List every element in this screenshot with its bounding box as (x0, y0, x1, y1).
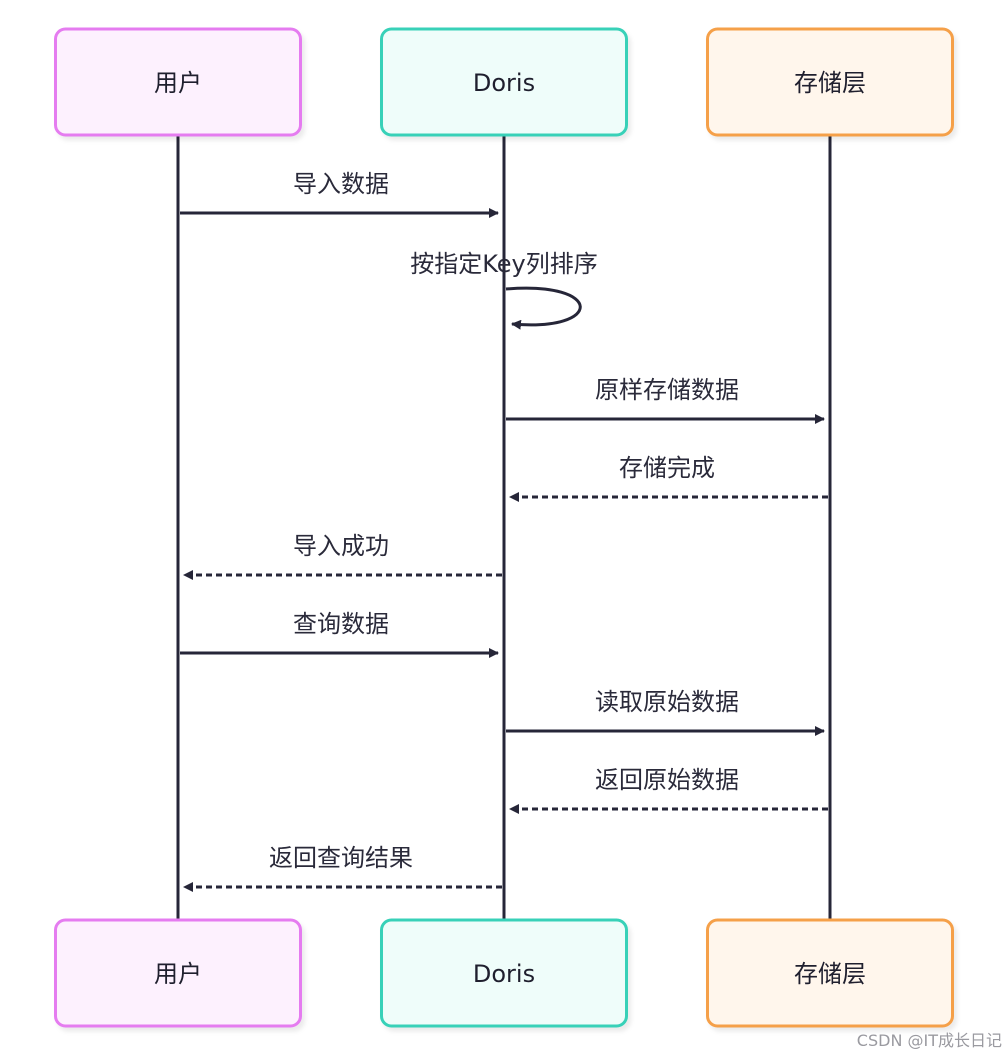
actors-bottom: 用户 Doris 存储层 (54, 918, 954, 1028)
actor-label: 用户 (154, 960, 202, 988)
actor-box (706, 27, 954, 137)
actor-box (380, 27, 628, 137)
message-label: 原样存储数据 (595, 376, 739, 404)
actor-storage-top: 存储层 (706, 27, 954, 137)
message-8: 返回原始数据 (509, 766, 828, 814)
lifelines (176, 135, 832, 920)
message-label: 存储完成 (619, 454, 715, 482)
actor-label: Doris (473, 960, 535, 988)
actor-storage-bottom: 存储层 (706, 918, 954, 1028)
message-6: 查询数据 (180, 610, 499, 658)
self-loop-arrow (505, 286, 582, 330)
actors-top: 用户 Doris 存储层 (54, 27, 954, 137)
actor-box (706, 918, 954, 1028)
message-label: 返回查询结果 (269, 844, 413, 872)
message-3: 原样存储数据 (506, 376, 825, 424)
actor-box (54, 27, 302, 137)
message-9: 返回查询结果 (183, 844, 502, 892)
messages: 导入数据按指定Key列排序原样存储数据存储完成导入成功查询数据读取原始数据返回原… (180, 170, 828, 892)
message-label: 导入数据 (293, 170, 389, 198)
actor-user-top: 用户 (54, 27, 302, 137)
watermark: CSDN @IT成长日记 (857, 1031, 1002, 1050)
message-label: 读取原始数据 (595, 688, 739, 716)
message-label: 导入成功 (293, 532, 389, 560)
message-label: 返回原始数据 (595, 766, 739, 794)
message-2: 按指定Key列排序 (410, 250, 598, 330)
message-label: 按指定Key列排序 (410, 250, 598, 278)
actor-label: 存储层 (794, 69, 866, 97)
actor-label: 存储层 (794, 960, 866, 988)
actor-doris-top: Doris (380, 27, 628, 137)
message-1: 导入数据 (180, 170, 499, 218)
actor-doris-bottom: Doris (380, 918, 628, 1028)
actor-label: 用户 (154, 69, 202, 97)
message-label: 查询数据 (293, 610, 389, 638)
message-5: 导入成功 (183, 532, 502, 580)
message-4: 存储完成 (509, 454, 828, 502)
actor-box (380, 918, 628, 1028)
actor-box (54, 918, 302, 1028)
actor-label: Doris (473, 69, 535, 97)
actor-user-bottom: 用户 (54, 918, 302, 1028)
message-7: 读取原始数据 (506, 688, 825, 736)
